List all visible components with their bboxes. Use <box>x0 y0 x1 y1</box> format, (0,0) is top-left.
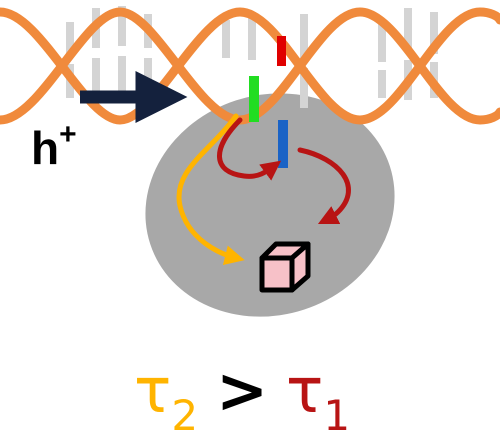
tau-fast-subscript: 1 <box>323 391 350 440</box>
cube-icon <box>259 241 311 293</box>
tau-slow: τ <box>134 354 171 427</box>
hole-label: h+ <box>31 118 77 174</box>
base-green <box>249 76 259 122</box>
base-pair <box>300 68 308 108</box>
tau-fast: τ <box>286 354 323 427</box>
slow-transfer-arrow <box>176 113 245 266</box>
cube-front-face <box>259 255 295 293</box>
helix-strand <box>0 7 500 125</box>
helix-strand <box>0 7 500 125</box>
dna-double-helix <box>0 7 500 125</box>
tau-slow-subscript: 2 <box>171 391 198 440</box>
base-pair <box>222 20 230 58</box>
base-pair <box>118 56 126 98</box>
fast-transfer-arrow-1 <box>217 117 282 181</box>
fast-transfer-arrow-2 <box>297 147 351 225</box>
greater-than-sign: > <box>216 354 268 427</box>
base-pair <box>300 14 308 60</box>
base-pair <box>66 22 74 56</box>
base-pair <box>430 12 438 54</box>
base-red <box>277 36 286 66</box>
base-pair <box>248 12 256 60</box>
base-pair <box>404 8 412 52</box>
base-pair <box>92 58 100 94</box>
base-pair <box>378 22 386 62</box>
rate-comparison: τ2>τ1 <box>134 354 350 440</box>
base-pair <box>378 70 386 98</box>
hole-charge: + <box>59 118 77 151</box>
base-blue <box>278 120 288 168</box>
base-pair <box>118 6 126 46</box>
